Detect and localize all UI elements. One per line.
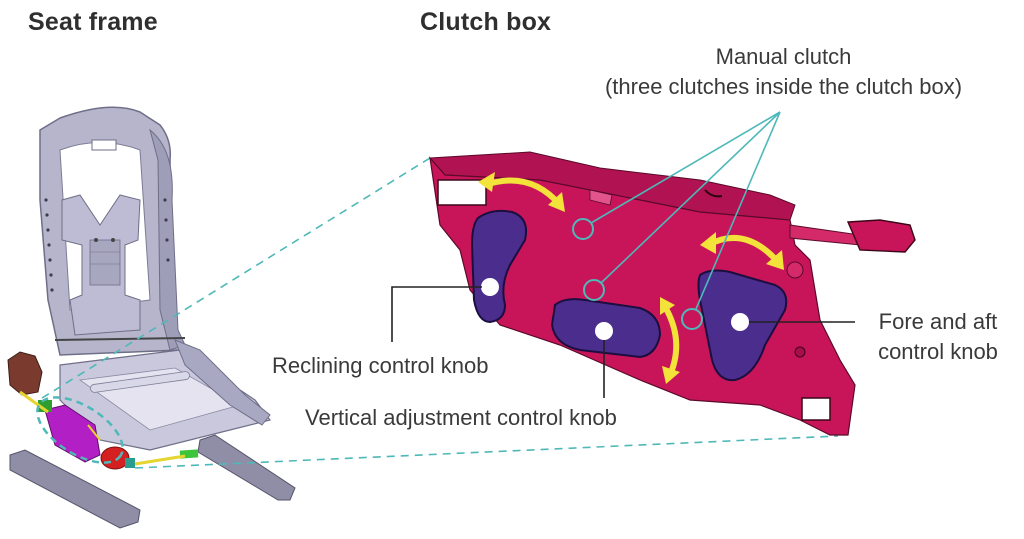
manual-clutch-label: Manual clutch (three clutches inside the… [566,42,1001,102]
clutch-marker-2 [583,279,605,301]
output-shaft [789,224,861,246]
fore-aft-title: Fore and aft [878,309,998,334]
fore-aft-subtitle: control knob [878,339,998,364]
red-actuator [100,446,130,470]
clutch-box-heading: Clutch box [420,8,552,36]
clutch-marker-3 [681,308,703,330]
recliner-mechanism [7,351,43,396]
fore-aft-knob-label: Fore and aft control knob [858,307,1018,367]
clutch-box-illustration [391,111,916,436]
vertical-knob-label: Vertical adjustment control knob [305,405,617,430]
seat-rail-right [197,434,296,501]
seat-frame-illustration [7,106,296,529]
vertical-arrow [661,303,680,377]
clutch-box-on-seat [44,404,101,463]
highlight-ellipse [36,396,124,464]
reclining-leader [391,286,482,342]
zoom-leader-bottom [134,435,839,469]
zoom-leader-top [41,157,431,399]
reclining-knob-label: Reclining control knob [272,353,489,378]
seat-rail-left [9,449,141,529]
seat-frame-heading: Seat frame [28,8,158,36]
manual-clutch-title: Manual clutch [715,44,852,69]
clutch-marker-1 [572,218,594,240]
manual-clutch-subtitle: (three clutches inside the clutch box) [604,74,963,99]
recline-arrow [484,177,563,207]
